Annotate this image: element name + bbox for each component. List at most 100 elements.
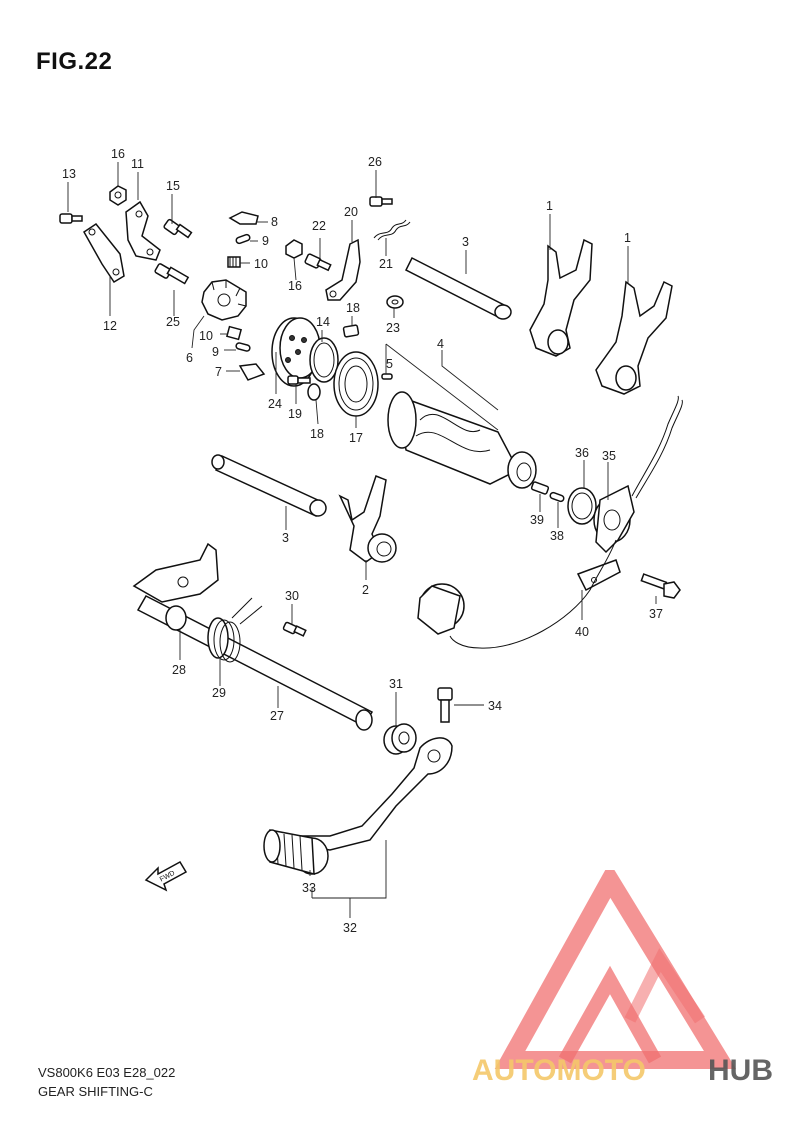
callout-26: 26 [368,155,382,169]
part-8-pawl [228,211,259,225]
callout-24: 24 [268,397,282,411]
part-21-spring [373,219,411,241]
callout-36: 36 [575,446,589,460]
part-1-shift-fork [529,238,593,357]
part-17-bearing [333,351,379,417]
figure-title: FIG.22 [36,48,113,75]
part-35-gear-position-switch [593,484,635,554]
part-9-pin [235,342,251,352]
callout-33: 33 [302,881,316,895]
part-4-cam-drum [387,391,537,489]
callout-14: 14 [316,315,330,329]
part-6-cam-gear [201,279,247,321]
section-name: GEAR SHIFTING-C [38,1084,153,1099]
callout-27: 27 [270,709,284,723]
callout-12: 12 [103,319,117,333]
leader-lines [67,162,657,918]
part-10-spring [225,325,243,341]
callout-21: 21 [379,257,393,271]
logo-text-hub: HUB [708,1054,773,1087]
footer: VS800K6 E03 E28_022 GEAR SHIFTING-C [38,1063,175,1101]
part-11-plate [125,200,161,261]
callout-23: 23 [386,321,400,335]
part-23-washer [386,295,404,309]
callout-28: 28 [172,663,186,677]
callout-9b: 9 [212,345,219,359]
callout-40: 40 [575,625,589,639]
part-18-washer [342,324,360,338]
part-20-stopper-arm [325,238,361,301]
part-19-bolt [287,375,311,385]
callout-1: 1 [546,199,553,213]
part-26-pin [369,196,393,207]
callout-19: 19 [288,407,302,421]
part-28-shaft-plate [132,542,219,631]
callout-3: 3 [462,235,469,249]
logo-text-automoto: AUTOMOTO [472,1054,646,1087]
part-25-pin [154,263,190,285]
callout-10: 10 [254,257,268,271]
part-10-spring [227,256,241,268]
callout-38: 38 [550,529,564,543]
switch-wire [631,395,679,497]
part-16-nut [109,185,127,206]
part-31-oil-seal [383,723,417,755]
callout-37: 37 [649,607,663,621]
callout-18b: 18 [346,301,360,315]
callout-2: 2 [362,583,369,597]
callout-4: 4 [437,337,444,351]
part-38-spring [549,491,565,503]
part-30-bolt [282,621,307,637]
part-39-contact [530,481,550,495]
callout-5: 5 [386,357,393,371]
part-7-pawl [238,363,266,381]
part-3-fork-shaft [404,256,512,320]
part-12-stopper-plate [83,222,125,284]
callout-35: 35 [602,449,616,463]
callout-13: 13 [62,167,76,181]
callout-32: 32 [343,921,357,935]
switch-connector [417,583,465,635]
callout-25: 25 [166,315,180,329]
part-37-bolt [640,573,681,599]
part-18-washer [307,383,321,401]
part-40-clamp [576,559,621,592]
callout-31: 31 [389,677,403,691]
part-1-shift-fork [595,280,673,395]
part-33-lever-rubber [263,829,329,875]
part-3-fork-shaft [211,454,327,518]
callout-16b: 16 [288,279,302,293]
part-13-screw [59,213,83,224]
callout-3b: 3 [282,531,289,545]
switch-lead-wire [449,539,617,649]
part-9-pin [235,233,251,245]
callout-34: 34 [488,699,502,713]
callout-labels: 13 16 11 15 12 25 8 9 10 6 10 9 7 24 19 … [62,147,663,935]
part-34-bolt [437,687,453,723]
callout-1b: 1 [624,231,631,245]
part-36-o-ring [567,487,597,525]
part-22-bolt [304,253,332,272]
part-14-o-ring [309,337,339,383]
callout-30: 30 [285,589,299,603]
model-code: VS800K6 E03 E28_022 [38,1065,176,1080]
part-5-pin [381,373,393,380]
callout-9: 9 [262,234,269,248]
callout-10b: 10 [199,329,213,343]
fwd-arrow: FWD [144,860,188,892]
callout-39: 39 [530,513,544,527]
part-2-shift-fork [338,475,397,563]
part-15-bolt [163,218,193,239]
callout-22: 22 [312,219,326,233]
callout-16: 16 [111,147,125,161]
callout-18: 18 [310,427,324,441]
callout-7: 7 [215,365,222,379]
callout-29: 29 [212,686,226,700]
callout-11: 11 [131,157,144,171]
callout-17: 17 [349,431,363,445]
callout-6: 6 [186,351,193,365]
automotohub-logo: AUTOMOTO HUB [472,870,773,1087]
part-29-return-spring [207,597,263,663]
callout-15: 15 [166,179,180,193]
